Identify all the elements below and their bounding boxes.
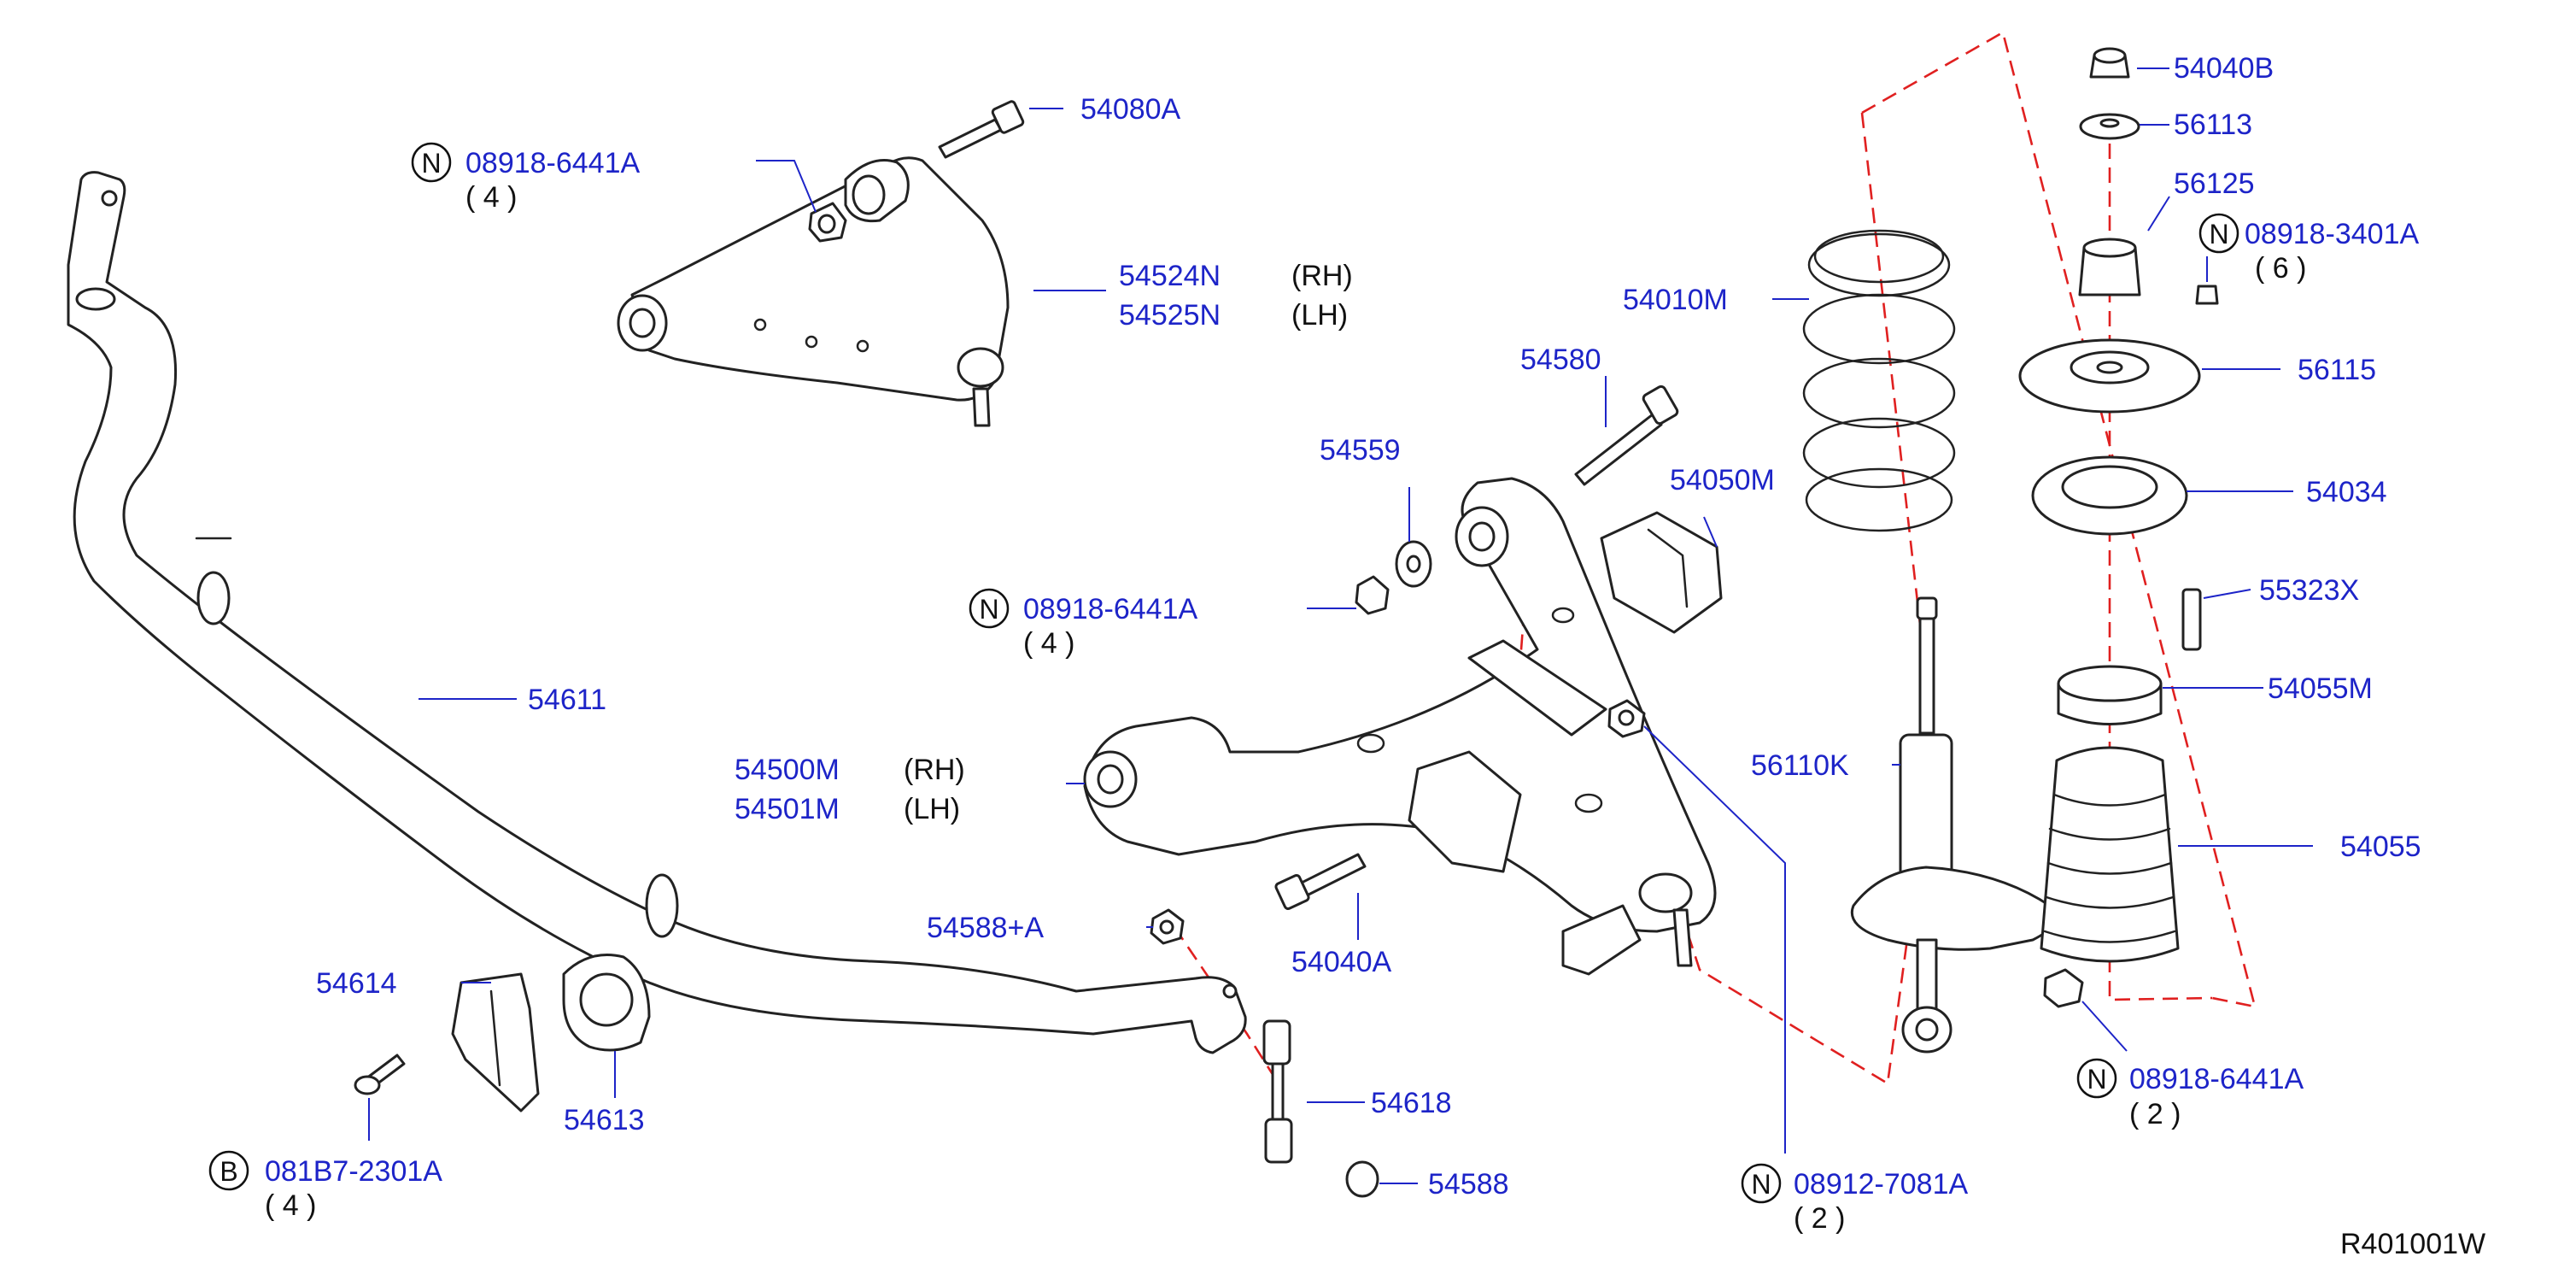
n-symbol-6441A-shock: N: [2087, 1064, 2106, 1095]
label-54010M: 54010M: [1623, 284, 1728, 316]
stabilizer-bar: [67, 171, 1247, 1054]
label-54611: 54611: [528, 684, 606, 716]
label-qty-6: ( 6 ): [2255, 252, 2306, 285]
lower-link-assembly: [1083, 385, 1723, 976]
label-54055: 54055: [2340, 831, 2421, 863]
label-54080A: 54080A: [1080, 93, 1181, 126]
label-54618: 54618: [1371, 1087, 1452, 1119]
label-54050M: 54050M: [1670, 464, 1775, 496]
label-qty-2-shock: ( 2 ): [2129, 1098, 2181, 1130]
n-symbol-6441A-lower: N: [979, 594, 998, 625]
n-symbol-6441A-upper: N: [421, 148, 441, 179]
callout-symbols: N N N N N B: [208, 142, 2239, 1204]
label-08918-6441A-lower: 08918-6441A: [1023, 593, 1198, 625]
label-rh-upper: (RH): [1291, 260, 1353, 292]
label-56110K: 56110K: [1751, 749, 1849, 782]
leader-lines: [368, 68, 2313, 1184]
label-56125: 56125: [2174, 167, 2255, 200]
label-54588-plus-a: 54588+A: [927, 912, 1044, 944]
label-56115: 56115: [2298, 354, 2376, 386]
upper-link-assembly: [617, 100, 1025, 427]
b-symbol-2301A: B: [220, 1156, 237, 1187]
label-54580: 54580: [1520, 343, 1601, 376]
label-lh-lower: (LH): [904, 793, 960, 825]
label-54559: 54559: [1320, 434, 1401, 467]
label-08918-6441A-shock: 08918-6441A: [2129, 1063, 2304, 1095]
n-symbol-7081A: N: [1751, 1169, 1771, 1200]
label-54040A: 54040A: [1291, 946, 1392, 978]
label-54500M: 54500M: [735, 754, 840, 786]
label-54034: 54034: [2306, 476, 2387, 508]
label-54055M: 54055M: [2268, 672, 2373, 705]
label-54525N: 54525N: [1119, 299, 1221, 332]
label-qty-2-nut: ( 2 ): [1794, 1202, 1845, 1235]
label-54501M: 54501M: [735, 793, 840, 825]
label-qty-4-upper: ( 4 ): [465, 181, 517, 214]
shock-absorber: [1851, 596, 2084, 1054]
part-labels: 54040B 56113 56125 08918-3401A ( 6 ) 561…: [265, 52, 2485, 1260]
label-081B7-2301A: 081B7-2301A: [265, 1155, 442, 1188]
label-08918-3401A: 08918-3401A: [2245, 218, 2420, 250]
n-symbol-3401A: N: [2209, 219, 2228, 249]
label-54588: 54588: [1428, 1168, 1509, 1200]
label-08912-7081A: 08912-7081A: [1794, 1168, 1969, 1200]
label-54613: 54613: [564, 1104, 645, 1136]
coil-spring: [1802, 229, 1956, 532]
label-54614: 54614: [316, 967, 397, 1000]
label-lh-upper: (LH): [1291, 299, 1348, 332]
label-rh-lower: (RH): [904, 754, 965, 786]
label-08918-6441A-upper: 08918-6441A: [465, 147, 641, 179]
label-55323X: 55323X: [2259, 574, 2359, 607]
strut-mount-stack: [2018, 47, 2219, 963]
label-56113: 56113: [2174, 109, 2252, 141]
label-54040B: 54040B: [2174, 52, 2274, 85]
diagram-id: R401001W: [2340, 1228, 2485, 1260]
stabilizer-link-and-bushings: [354, 908, 1379, 1198]
label-54524N: 54524N: [1119, 260, 1221, 292]
label-qty-4-lower: ( 4 ): [1023, 627, 1074, 660]
label-qty-4-bolt: ( 4 ): [265, 1189, 316, 1222]
